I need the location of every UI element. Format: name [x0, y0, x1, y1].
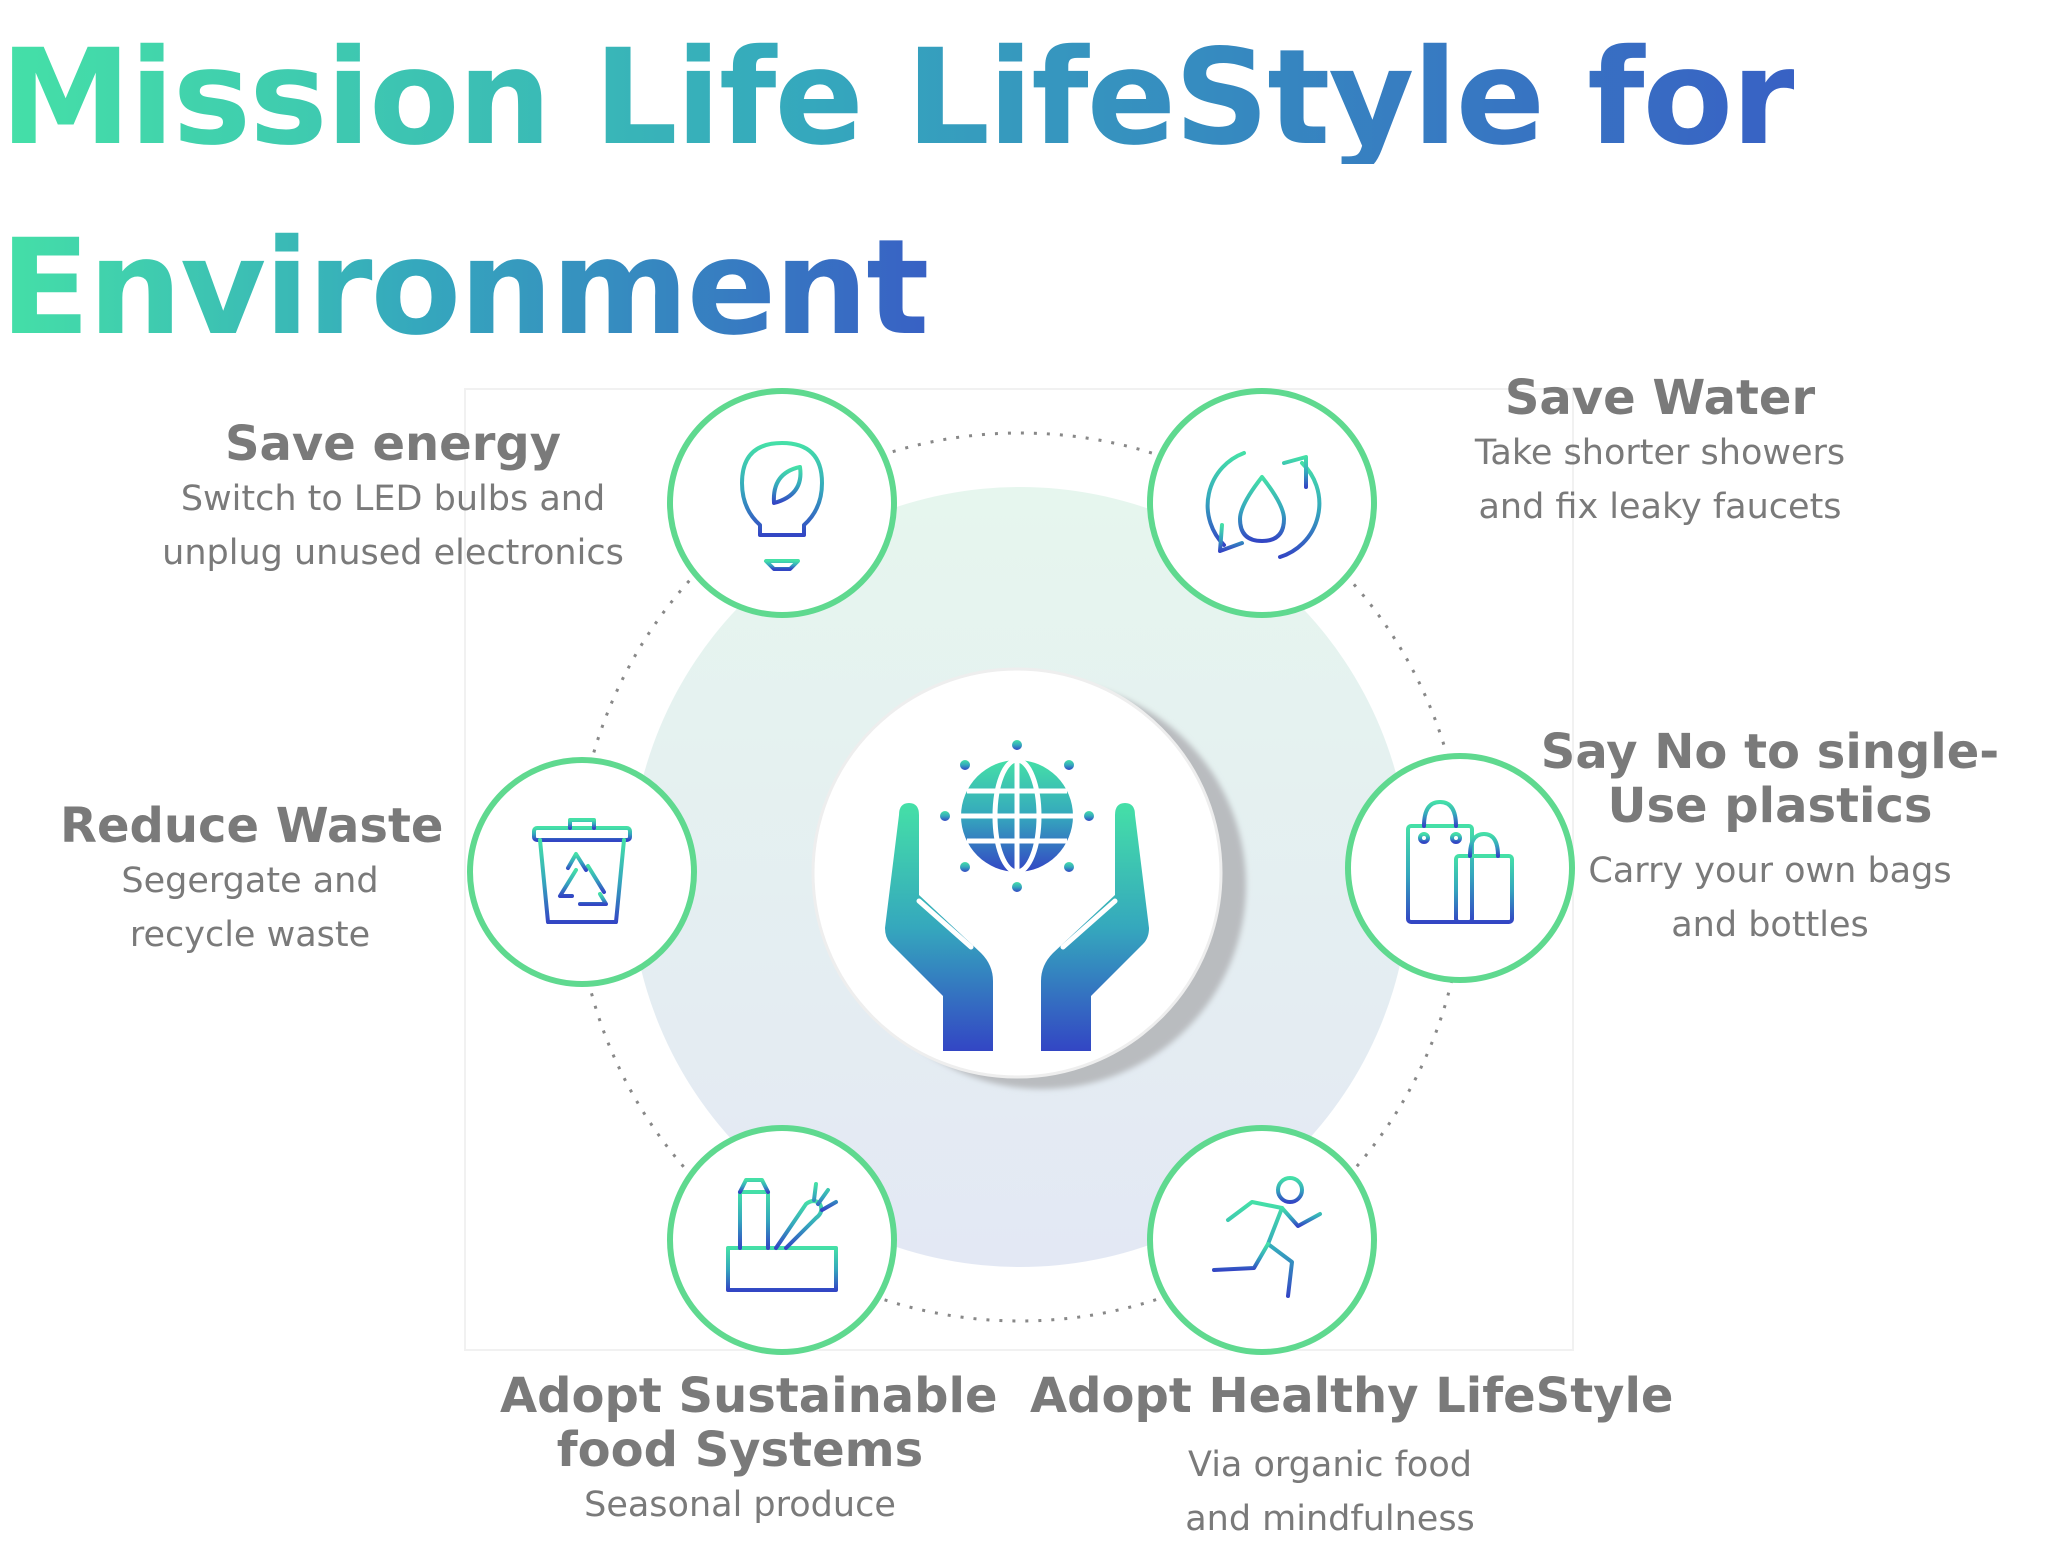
label-sustainable-food: Adopt Sustainable food Systems Seasonal … — [500, 1368, 998, 1532]
label-healthy-lifestyle-desc-2: and mindfulness — [1185, 1499, 1475, 1539]
label-save-water-desc-1: Take shorter showers — [1474, 432, 1846, 473]
node-save-energy — [667, 388, 897, 618]
label-save-water: Save Water Take shorter showers and fix … — [1420, 370, 1900, 534]
node-reduce-waste — [467, 757, 697, 987]
center-hub — [811, 667, 1246, 1089]
page-title-line-1: Mission Life LifeStyle for — [0, 21, 1796, 175]
node-healthy-lifestyle — [1147, 1125, 1377, 1355]
label-save-energy-desc-1: Switch to LED bulbs and — [180, 478, 606, 519]
label-sustainable-food-title-1: Adopt Sustainable — [500, 1368, 998, 1424]
food-box-icon — [720, 1178, 844, 1292]
page-title-line-2: Environment — [0, 211, 929, 365]
node-sustainable-food — [667, 1125, 897, 1355]
label-reduce-waste-title: Reduce Waste — [60, 798, 444, 854]
shopping-bags-icon — [1406, 800, 1514, 924]
label-reduce-waste: Reduce Waste Segergate and recycle waste — [60, 798, 444, 962]
hands-holding-globe-icon — [885, 740, 1149, 1051]
label-say-no-plastics-desc-2: and bottles — [1671, 904, 1869, 945]
label-save-water-title: Save Water — [1504, 370, 1816, 426]
recycle-bin-icon — [532, 818, 632, 924]
label-sustainable-food-desc-1: Seasonal produce — [584, 1484, 896, 1525]
label-save-energy-title: Save energy — [224, 416, 562, 472]
label-reduce-waste-desc-1: Segergate and — [121, 860, 379, 901]
label-say-no-plastics-title-2: Use plastics — [1607, 777, 1933, 834]
label-healthy-lifestyle-title: Adopt Healthy LifeStyle — [1030, 1368, 1674, 1424]
node-save-water — [1147, 388, 1377, 618]
label-healthy-lifestyle-desc-1: Via organic food — [1188, 1444, 1472, 1485]
lightbulb-leaf-icon — [740, 441, 824, 571]
node-say-no-plastics — [1345, 753, 1575, 983]
running-person-icon — [1212, 1176, 1322, 1298]
label-save-water-desc-2: and fix leaky faucets — [1478, 487, 1842, 527]
label-healthy-lifestyle: Adopt Healthy LifeStyle Via organic food… — [1030, 1368, 1674, 1546]
label-save-energy-desc-2: unplug unused electronics — [162, 533, 624, 573]
label-save-energy: Save energy Switch to LED bulbs and unpl… — [148, 416, 638, 580]
label-reduce-waste-desc-2: recycle waste — [129, 915, 371, 955]
label-say-no-plastics-desc-1: Carry your own bags — [1588, 850, 1952, 891]
label-say-no-plastics: Say No to single- Use plastics Carry you… — [1540, 724, 2000, 952]
label-sustainable-food-title-2: food Systems — [556, 1421, 924, 1478]
water-drop-recycle-icon — [1205, 451, 1322, 559]
label-say-no-plastics-title-1: Say No to single- — [1540, 724, 2000, 780]
